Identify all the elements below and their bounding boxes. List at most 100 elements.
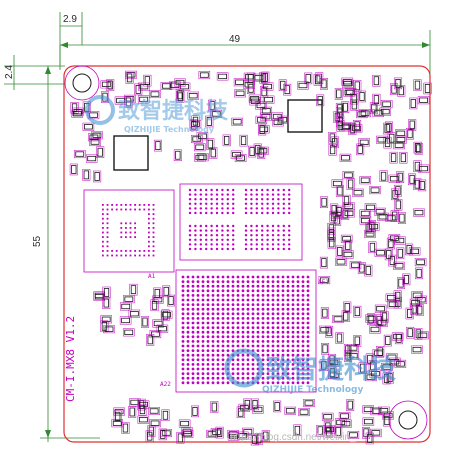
bga-ball [181, 298, 185, 302]
passive-silk [347, 343, 359, 352]
emmc-pad [134, 208, 136, 211]
passive-silk [382, 372, 391, 385]
bga-ball [246, 326, 250, 329]
passive-part [264, 96, 274, 103]
passive-part [387, 354, 397, 360]
bga-ball [221, 289, 225, 293]
bga-ball [226, 335, 230, 339]
bga-ball [286, 289, 290, 293]
passive-silk [356, 143, 365, 156]
passive-part [412, 346, 422, 353]
passive-silk [413, 141, 422, 154]
bga-ball [306, 330, 310, 334]
bga-ball [231, 280, 235, 283]
bga-ball [296, 298, 300, 302]
passive-part [336, 333, 343, 343]
bga-ball [236, 317, 240, 320]
passive-silk [128, 309, 141, 318]
emmc-pad [143, 250, 146, 252]
passive-part [336, 89, 342, 99]
emmc-pad [106, 240, 109, 243]
bga-ball [276, 381, 280, 385]
passive-silk [341, 101, 350, 113]
bga-ball [191, 349, 195, 352]
emmc-pad [125, 236, 127, 238]
bga-ball [276, 307, 280, 311]
bga-ball [181, 284, 185, 288]
emmc-pad [148, 227, 150, 229]
passive-part [336, 259, 346, 265]
ddr-ball [188, 198, 192, 201]
passive-silk [298, 408, 310, 417]
ddr-ball [282, 198, 285, 201]
passive-silk [414, 328, 423, 340]
passive-part [255, 144, 261, 154]
passive-part [357, 144, 363, 154]
bga-ball [276, 284, 280, 288]
bga-ball [306, 335, 310, 339]
bga-ball [296, 349, 300, 352]
passive-silk [258, 123, 267, 136]
passive-part [377, 137, 387, 143]
bga-ball [301, 358, 305, 362]
passive-silk [173, 149, 182, 161]
passive-silk [343, 88, 355, 97]
bga-ball [201, 280, 205, 283]
bga-ball [276, 326, 280, 329]
passive-part [130, 399, 140, 406]
passive-part [218, 73, 228, 80]
passive-silk [356, 110, 368, 119]
ddr-ball [261, 234, 264, 237]
passive-silk [181, 429, 194, 438]
bga-ball [241, 275, 245, 279]
bga-ball [211, 326, 215, 329]
bga-ball [286, 294, 290, 297]
ddr-ball [232, 193, 235, 196]
bga-ball [196, 312, 200, 316]
bga-ball [301, 376, 305, 380]
passive-part [180, 420, 190, 427]
passive-part [192, 136, 202, 142]
bga-ball [216, 372, 220, 375]
passive-part [147, 335, 153, 345]
bga-ball [241, 307, 245, 311]
bga-ball [286, 312, 290, 316]
passive-silk [394, 199, 403, 211]
ddr-ball [266, 224, 269, 228]
bga-ball [181, 312, 185, 316]
passive-silk [328, 132, 337, 144]
passive-silk [336, 119, 345, 132]
bga-ball [231, 321, 235, 325]
bga-ball [251, 312, 255, 316]
passive-silk [381, 363, 393, 372]
ddr-ball [261, 243, 264, 246]
bga-ball [241, 335, 245, 339]
passive-part [388, 239, 394, 248]
bga-ball [246, 312, 250, 316]
bga-ball [256, 326, 260, 329]
watermark-brand-en-bottom: QIZHIJIE Technology [262, 385, 363, 395]
passive-part [122, 423, 129, 433]
bga-ball [296, 280, 300, 283]
passive-silk [321, 412, 334, 421]
passive-part [383, 374, 390, 383]
emmc-pad [148, 250, 150, 252]
bga-ball [281, 340, 285, 343]
emmc-pad [134, 222, 136, 225]
passive-silk [411, 345, 423, 354]
ddr-ball [188, 202, 192, 205]
bga-ball [286, 317, 290, 320]
passive-silk [339, 153, 352, 162]
bga-ball [296, 353, 300, 357]
bga-ball [226, 321, 230, 325]
passive-silk [73, 150, 86, 159]
passive-silk [391, 332, 404, 341]
bga-ball [221, 303, 225, 306]
ddr-ball [277, 243, 280, 246]
passive-silk [342, 171, 355, 180]
passive-silk [382, 414, 391, 427]
passive-silk [386, 237, 395, 250]
bga-ball [226, 326, 230, 329]
passive-part [239, 405, 249, 411]
ddr-ball [282, 224, 285, 228]
